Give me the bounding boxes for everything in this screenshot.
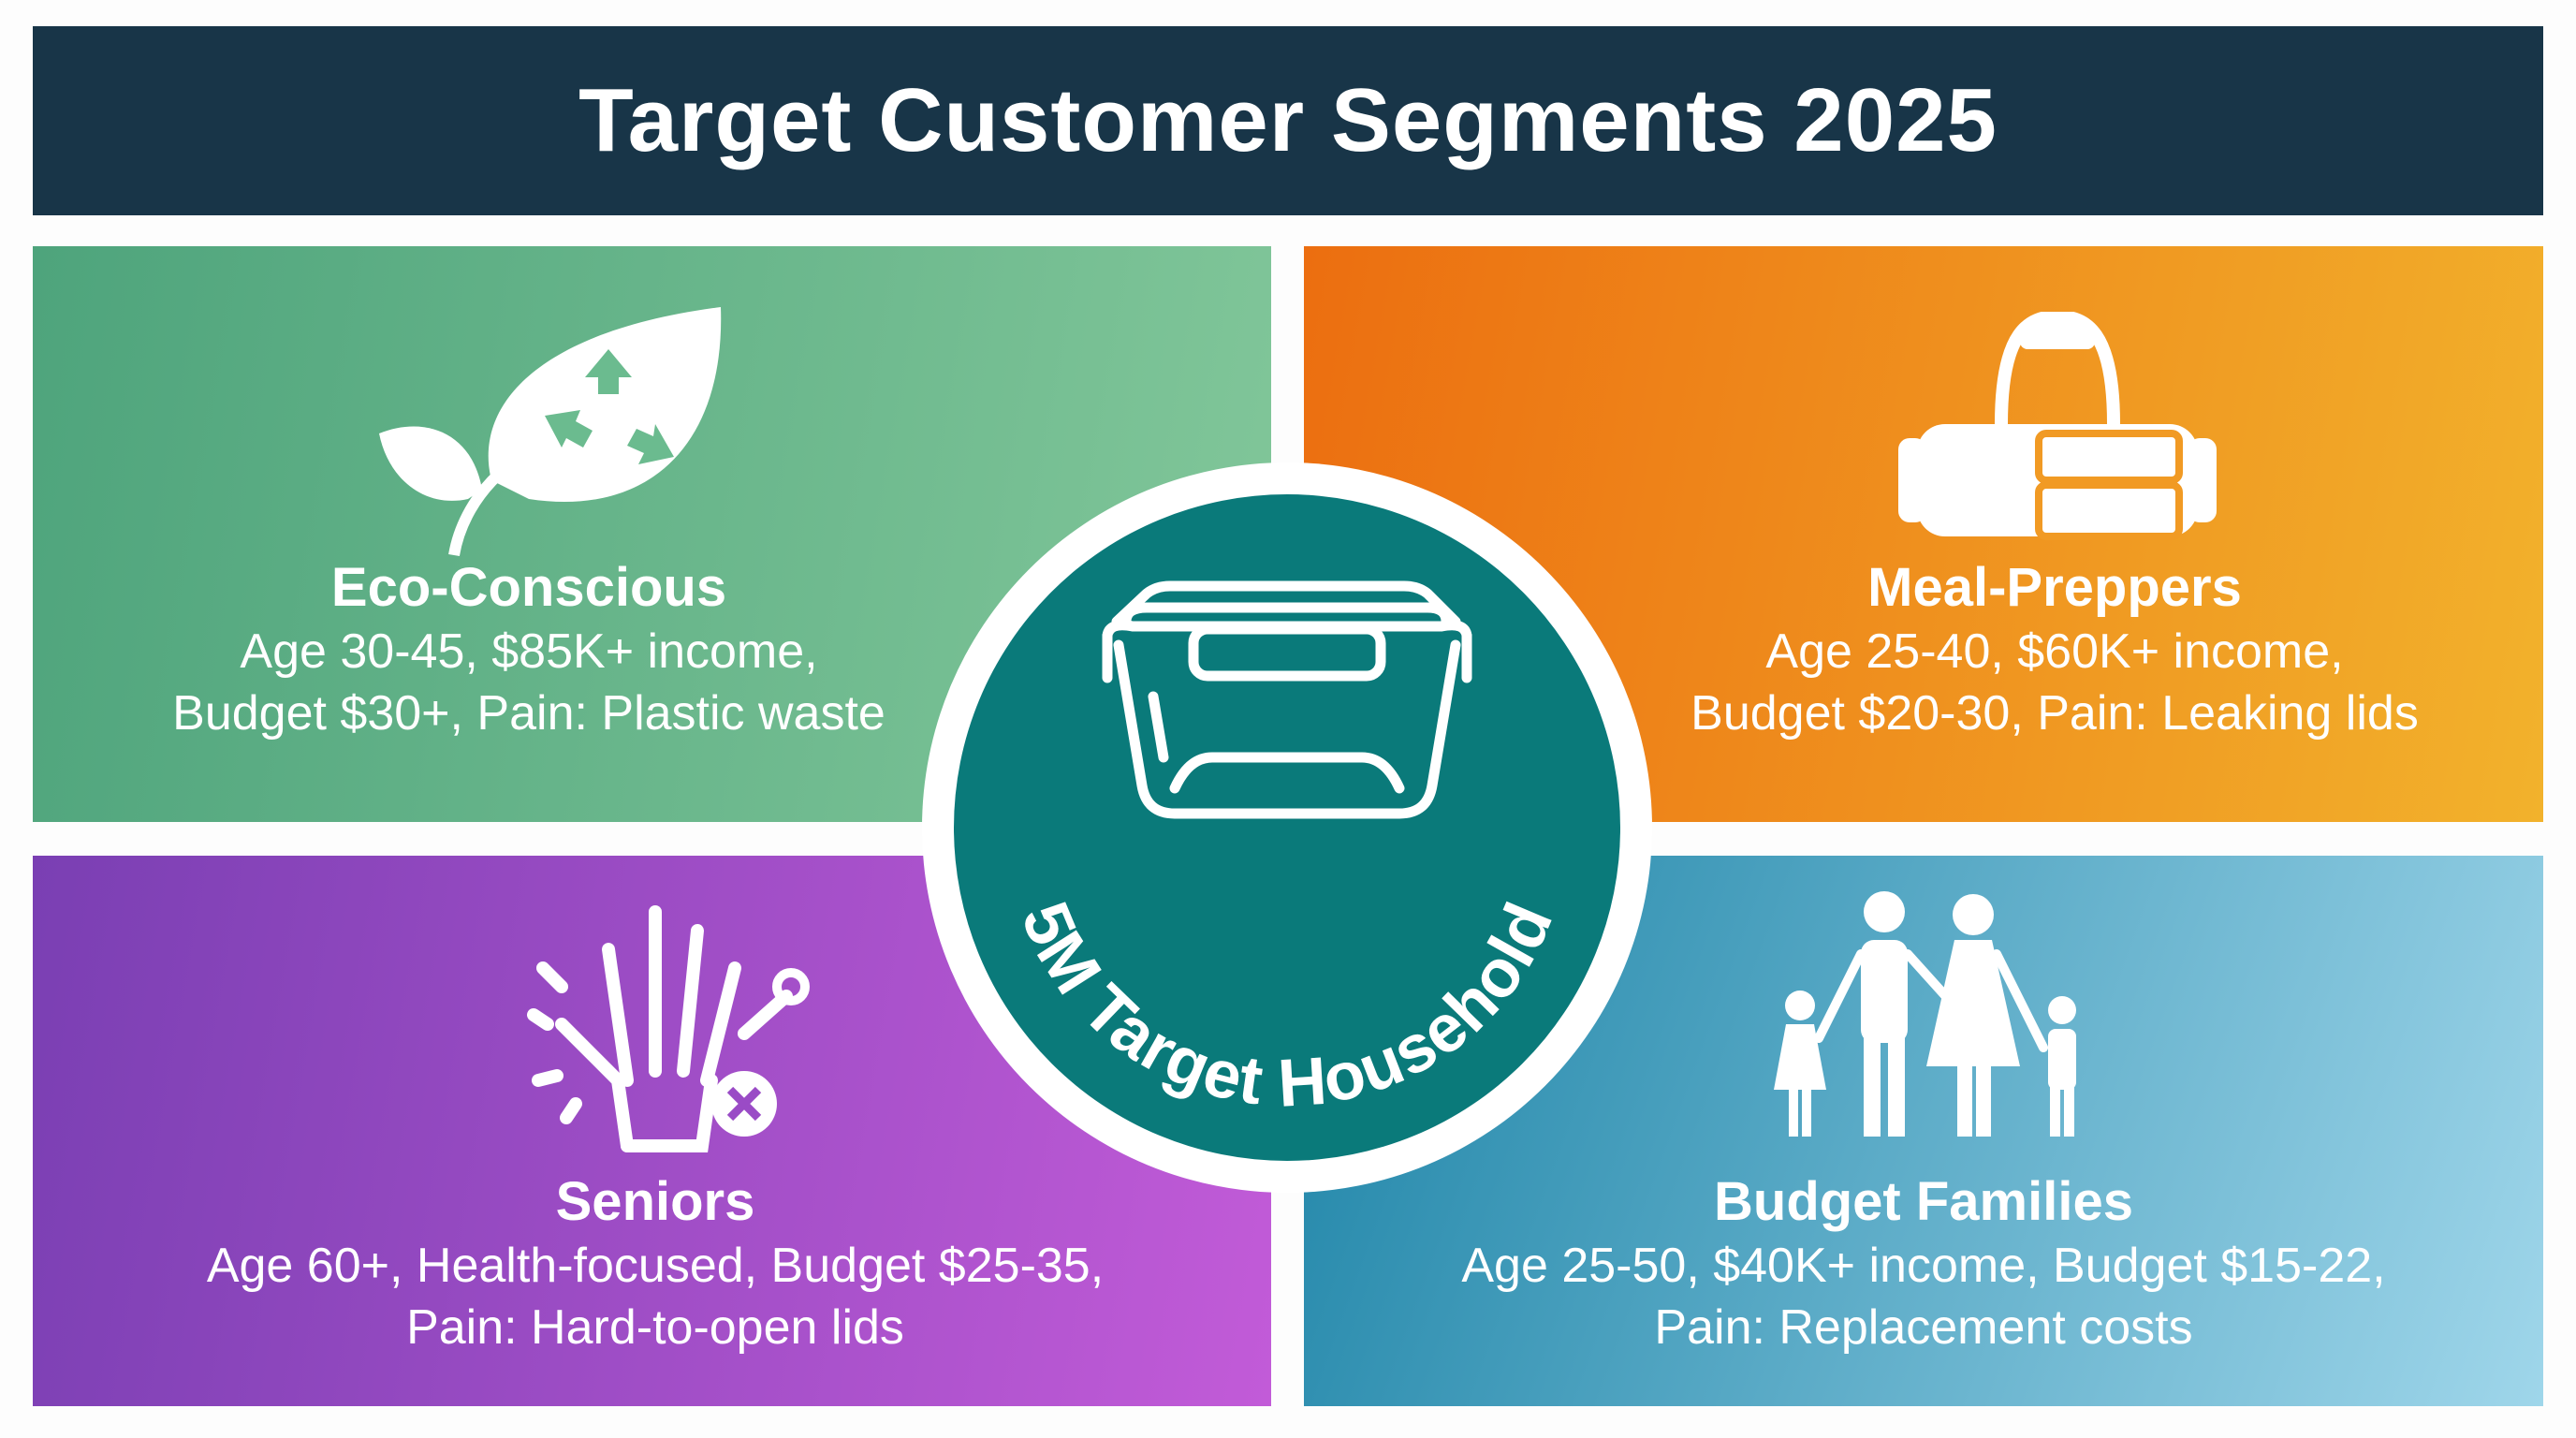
segment-text: Seniors Age 60+, Health-focused, Budget …	[187, 1169, 1123, 1358]
segment-text: Meal-Preppers Age 25-40, $60K+ income, B…	[1587, 555, 2523, 744]
food-container-icon	[1102, 580, 1472, 819]
segment-name: Eco-Conscious	[330, 557, 727, 618]
segment-detail-2: Budget $20-30, Pain: Leaking lids	[1690, 686, 2419, 741]
segment-name: Budget Families	[1714, 1171, 2133, 1232]
segment-detail-1: Age 25-50, $40K+ income, Budget $15-22,	[1461, 1239, 2386, 1293]
segment-meal-preppers: Meal-Preppers Age 25-40, $60K+ income, B…	[1304, 246, 2543, 822]
segment-eco-conscious: Eco-Conscious Age 30-45, $85K+ income, B…	[33, 246, 1271, 822]
segment-detail-2: Budget $30+, Pain: Plastic waste	[172, 686, 886, 741]
segment-detail-1: Age 25-40, $60K+ income,	[1765, 624, 2344, 679]
segment-text: Budget Families Age 25-50, $40K+ income,…	[1456, 1169, 2392, 1358]
family-icon	[1774, 891, 2076, 1137]
center-badge: 15M Target Households	[922, 462, 1652, 1193]
segment-detail-1: Age 60+, Health-focused, Budget $25-35,	[206, 1239, 1105, 1293]
bag-containers-icon	[1898, 312, 2217, 540]
leaf-recycle-icon	[379, 307, 722, 557]
arthritic-hand-icon	[527, 905, 810, 1152]
segment-detail-2: Pain: Hard-to-open lids	[406, 1300, 904, 1355]
segment-name: Seniors	[555, 1171, 755, 1232]
title-banner: Target Customer Segments 2025	[33, 26, 2543, 215]
segment-text: Eco-Conscious Age 30-45, $85K+ income, B…	[61, 555, 997, 744]
page-title: Target Customer Segments 2025	[578, 70, 1998, 170]
segment-detail-2: Pain: Replacement costs	[1654, 1300, 2193, 1355]
segment-name: Meal-Preppers	[1867, 557, 2242, 618]
segment-detail-1: Age 30-45, $85K+ income,	[240, 624, 818, 679]
